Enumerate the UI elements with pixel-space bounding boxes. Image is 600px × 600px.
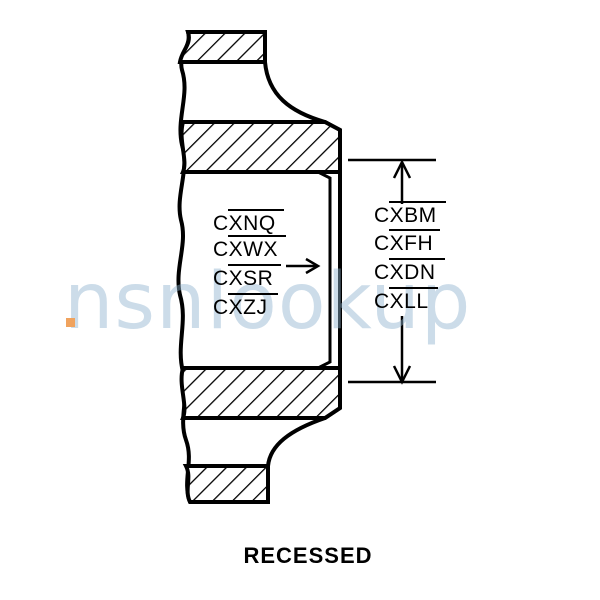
right-label-4: CXLL <box>374 290 429 313</box>
left-label-2: CXWX <box>213 238 278 261</box>
right-label-3: CXDN <box>374 261 436 284</box>
right-label-2: CXFH <box>374 232 433 255</box>
watermark-accent-dot <box>66 318 75 327</box>
top-small-hatch <box>177 30 267 64</box>
dimension-arrow-up <box>392 159 412 179</box>
bottom-small-hatch <box>182 464 270 504</box>
dimension-arrow-down <box>392 365 412 385</box>
watermark-text: nsnlookup <box>64 257 471 347</box>
leader-arrowhead <box>305 257 321 275</box>
lower-wall-hatch <box>179 366 342 420</box>
left-label-3: CXSR <box>213 267 273 290</box>
left-label-4: CXZJ <box>213 296 268 319</box>
diagram-caption: RECESSED <box>243 543 372 568</box>
right-label-1: CXBM <box>374 204 437 227</box>
upper-wall-hatch <box>179 120 342 174</box>
left-label-1: CXNQ <box>213 212 276 235</box>
